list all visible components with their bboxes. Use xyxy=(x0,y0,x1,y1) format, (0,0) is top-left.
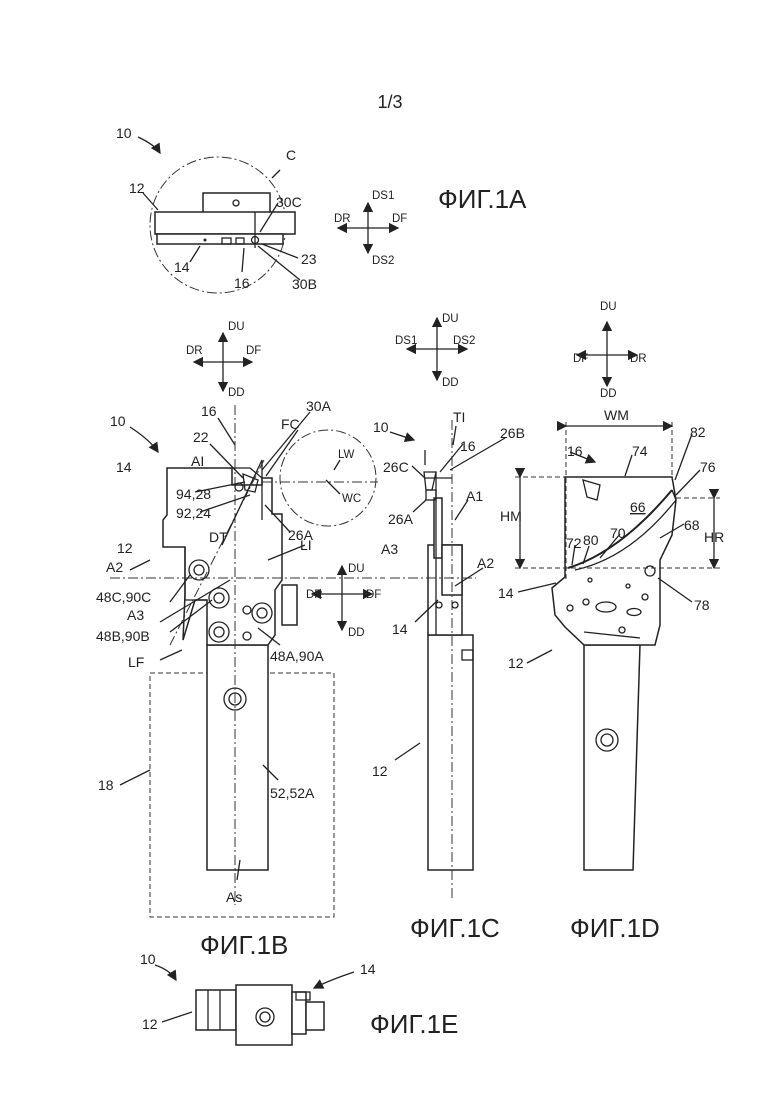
figure-title-1d: ФИГ.1D xyxy=(570,913,660,943)
label-70: 70 xyxy=(610,525,626,541)
figure-1c: DU DD DS1 DS2 10 TI 16 26B xyxy=(372,313,525,943)
label-18: 18 xyxy=(98,777,114,793)
svg-text:DD: DD xyxy=(348,627,365,639)
svg-text:DU: DU xyxy=(442,313,459,325)
svg-text:DS2: DS2 xyxy=(372,255,394,267)
label-10: 10 xyxy=(110,413,126,429)
label-10: 10 xyxy=(140,951,156,967)
label-hm: HM xyxy=(500,508,522,524)
label-30b: 30B xyxy=(292,276,317,292)
label-fc: FC xyxy=(281,416,300,432)
svg-text:DD: DD xyxy=(228,387,245,399)
label-14: 14 xyxy=(116,459,132,475)
label-wm: WM xyxy=(604,407,629,423)
svg-text:DS1: DS1 xyxy=(395,335,417,347)
svg-text:DF: DF xyxy=(573,353,588,365)
label-82: 82 xyxy=(690,424,706,440)
label-14: 14 xyxy=(174,259,190,275)
label-a2: A2 xyxy=(477,555,494,571)
figure-title-1e: ФИГ.1E xyxy=(370,1009,458,1039)
label-76: 76 xyxy=(700,459,716,475)
label-48b-90b: 48B,90B xyxy=(96,628,150,644)
label-48a-90a: 48A,90A xyxy=(270,648,324,664)
label-16: 16 xyxy=(234,275,250,291)
label-23: 23 xyxy=(301,251,317,267)
label-22: 22 xyxy=(193,429,209,445)
label-26c: 26C xyxy=(383,459,409,475)
svg-text:DF: DF xyxy=(366,589,381,601)
label-a2: A2 xyxy=(106,559,123,575)
svg-text:DS1: DS1 xyxy=(372,190,394,202)
label-a3: A3 xyxy=(381,541,398,557)
workpiece-circle xyxy=(280,430,376,526)
label-30c: 30C xyxy=(276,194,302,210)
direction-arrows-1b-side: DU DD DR DF xyxy=(306,563,381,639)
label-hr: HR xyxy=(704,529,724,545)
svg-text:DU: DU xyxy=(600,301,617,313)
label-ti: TI xyxy=(453,409,465,425)
label-14: 14 xyxy=(360,961,376,977)
label-48c-90c: 48C,90C xyxy=(96,589,151,605)
label-16: 16 xyxy=(201,403,217,419)
label-li: LI xyxy=(300,537,312,553)
label-ai: AI xyxy=(191,453,204,469)
svg-text:DU: DU xyxy=(348,563,365,575)
label-14: 14 xyxy=(498,585,514,601)
label-68: 68 xyxy=(684,517,700,533)
direction-arrows-1c: DU DD DS1 DS2 xyxy=(395,313,475,389)
figure-1d: DU DD DF DR xyxy=(498,301,724,943)
label-a1: A1 xyxy=(466,488,483,504)
svg-text:DR: DR xyxy=(334,213,351,225)
svg-text:DU: DU xyxy=(228,321,245,333)
figure-1a: 10 12 C 14 16 30C 23 30B DS1 DS2 DR DF Ф… xyxy=(116,125,527,293)
label-10: 10 xyxy=(373,419,389,435)
label-10: 10 xyxy=(116,125,132,141)
svg-text:DS2: DS2 xyxy=(453,335,475,347)
label-wc: WC xyxy=(342,493,361,505)
label-26b: 26B xyxy=(500,425,525,441)
label-lw: LW xyxy=(338,449,355,461)
figure-1b: DU DD DR DF xyxy=(96,321,385,960)
figure-1e: 10 14 12 ФИГ.1E xyxy=(140,951,458,1045)
figure-title-1b: ФИГ.1B xyxy=(200,930,288,960)
svg-text:DR: DR xyxy=(306,589,323,601)
label-16: 16 xyxy=(567,443,583,459)
label-12: 12 xyxy=(508,655,524,671)
label-a3: A3 xyxy=(127,607,144,623)
label-66: 66 xyxy=(630,499,646,515)
label-14: 14 xyxy=(392,621,408,637)
direction-arrows-1b-top: DU DD DR DF xyxy=(186,321,261,399)
page-number: 1/3 xyxy=(377,92,402,112)
svg-text:DF: DF xyxy=(392,213,407,225)
shank xyxy=(207,645,268,870)
figure-title-1c: ФИГ.1C xyxy=(410,913,500,943)
label-12: 12 xyxy=(117,540,133,556)
label-52-52a: 52,52A xyxy=(270,785,315,801)
label-94-28: 94,28 xyxy=(176,486,211,502)
label-74: 74 xyxy=(632,443,648,459)
label-lf: LF xyxy=(128,654,144,670)
label-dt: DT xyxy=(209,529,228,545)
svg-text:DR: DR xyxy=(630,353,647,365)
label-30a: 30A xyxy=(306,398,332,414)
label-12: 12 xyxy=(142,1016,158,1032)
direction-arrows-1a: DS1 DS2 DR DF xyxy=(334,190,407,267)
label-as: As xyxy=(226,889,242,905)
svg-text:DR: DR xyxy=(186,345,203,357)
svg-text:DD: DD xyxy=(600,388,617,400)
label-78: 78 xyxy=(694,597,710,613)
label-72: 72 xyxy=(566,535,582,551)
figure-title-1a: ФИГ.1A xyxy=(438,184,527,214)
label-16: 16 xyxy=(460,438,476,454)
direction-arrows-1d: DU DD DF DR xyxy=(573,301,647,400)
svg-text:DF: DF xyxy=(246,345,261,357)
label-80: 80 xyxy=(583,532,599,548)
label-c: C xyxy=(286,147,296,163)
label-26a: 26A xyxy=(388,511,414,527)
label-92-24: 92,24 xyxy=(176,505,211,521)
label-12: 12 xyxy=(372,763,388,779)
svg-text:DD: DD xyxy=(442,377,459,389)
label-12: 12 xyxy=(129,180,145,196)
